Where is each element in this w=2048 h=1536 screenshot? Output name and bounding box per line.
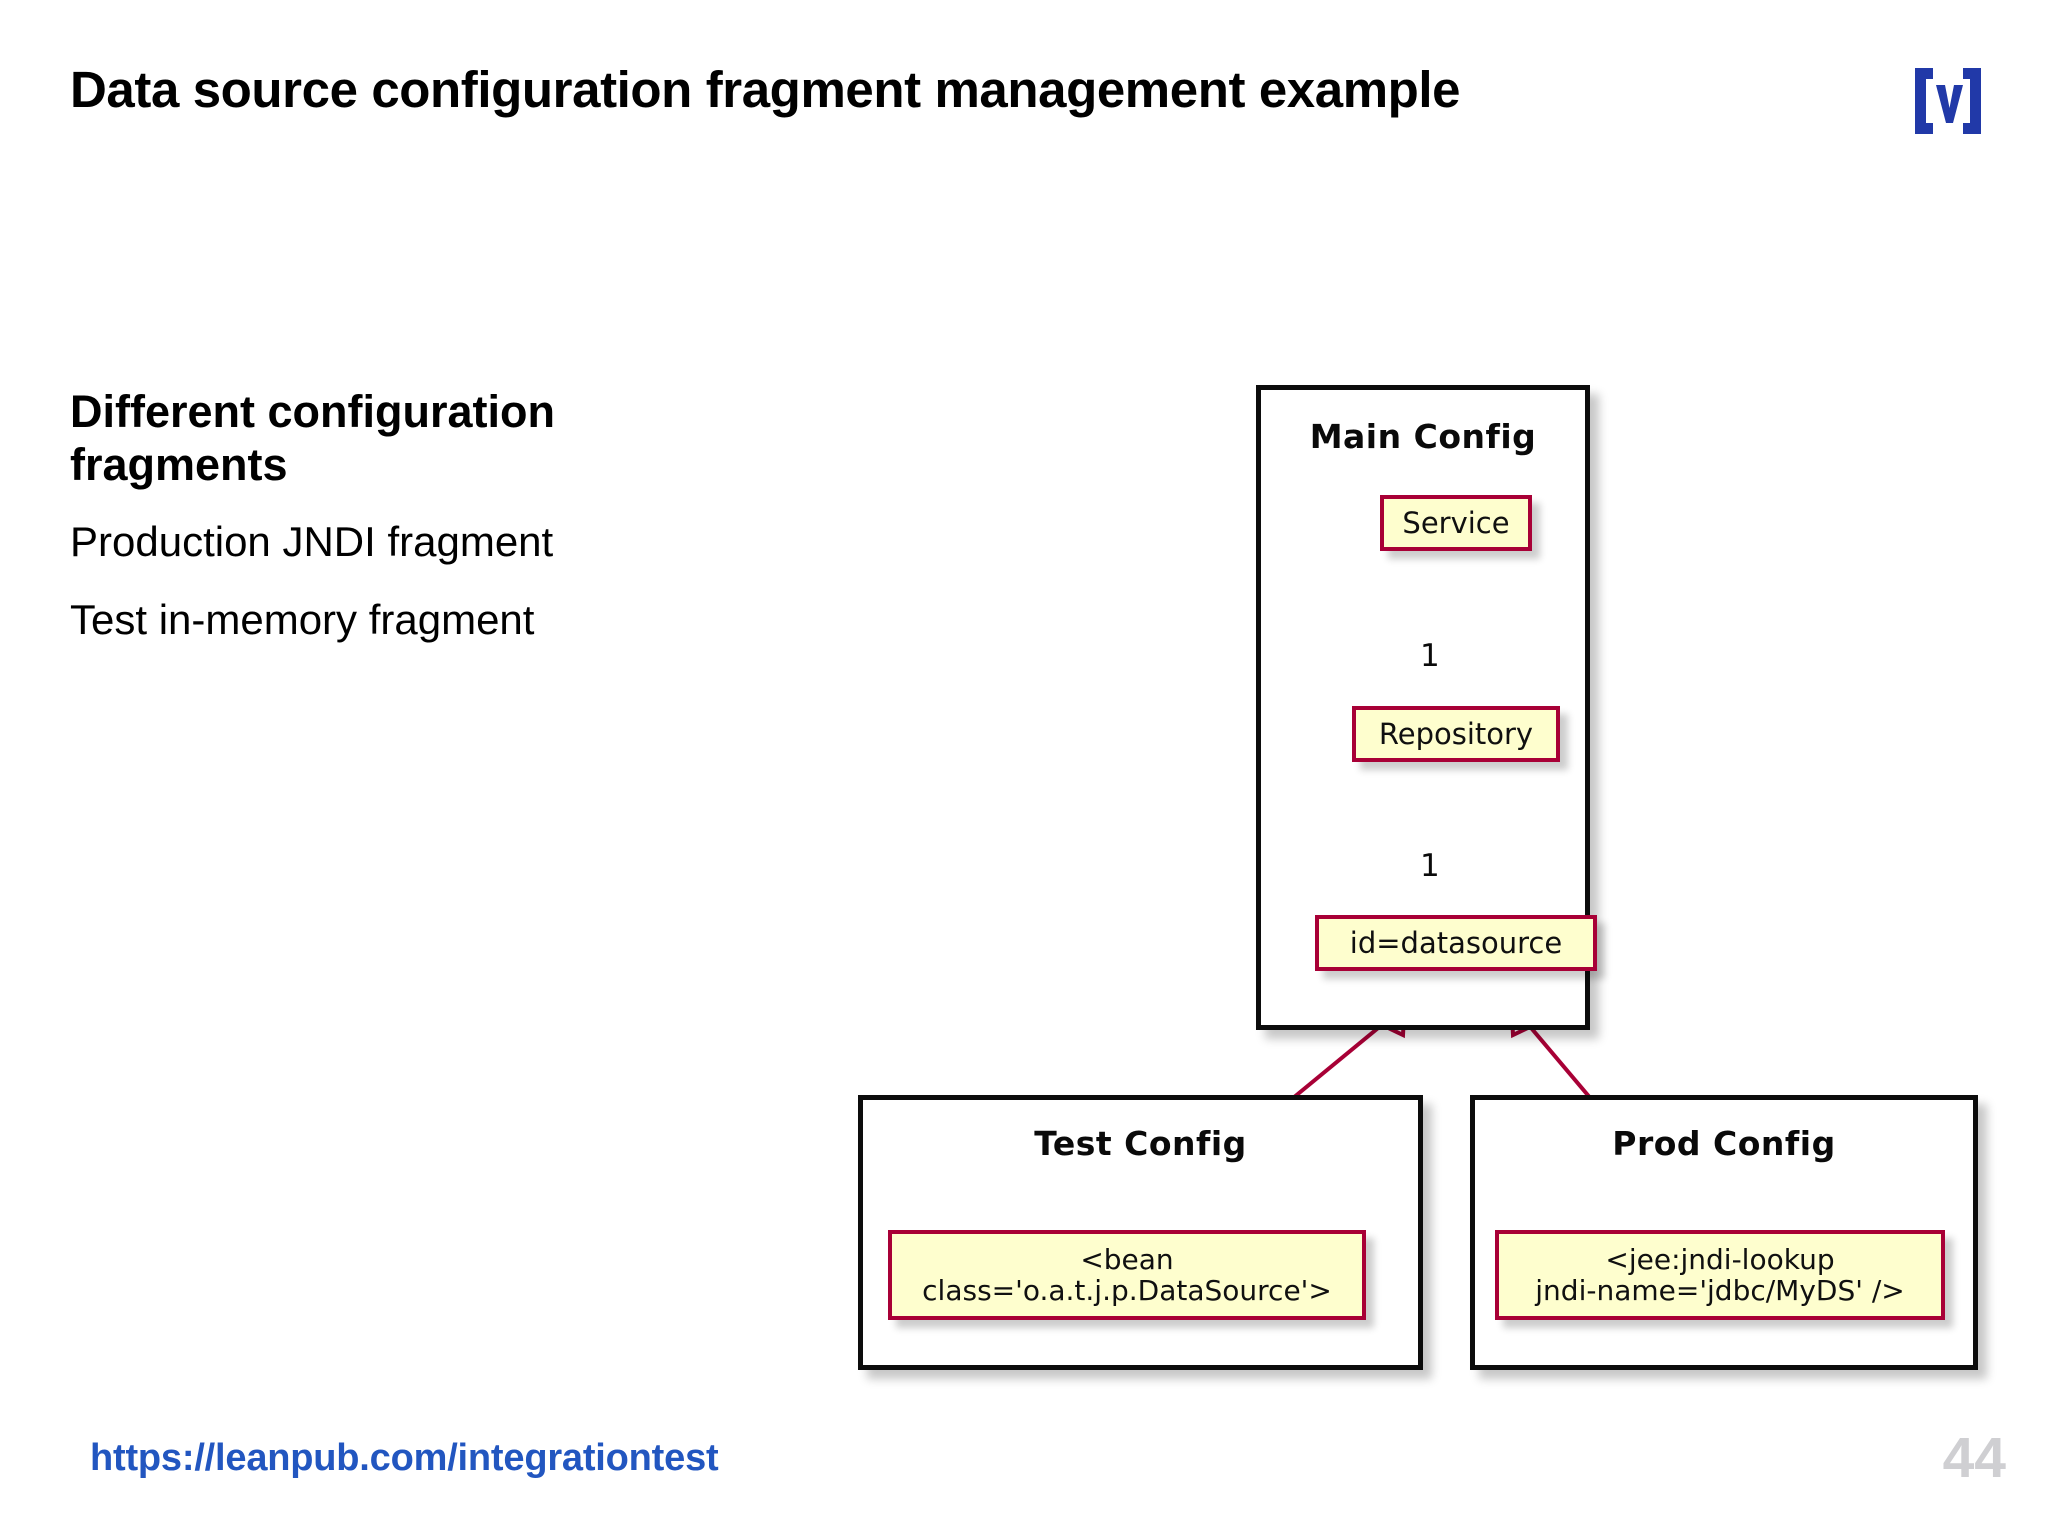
node-bean-datasource: <bean class='o.a.t.j.p.DataSource'>	[888, 1230, 1366, 1320]
node-service: Service	[1380, 495, 1532, 551]
package-title-main-config: Main Config	[1309, 417, 1537, 456]
node-repository: Repository	[1352, 706, 1560, 762]
node-id-datasource: id=datasource	[1315, 915, 1597, 971]
uml-diagram: Main Config Test Config Prod Config Serv…	[840, 370, 2020, 1370]
bullet-lead: Different configuration fragments	[70, 386, 555, 491]
bullet-item-test-in-memory: Test in-memory fragment	[70, 595, 535, 643]
node-jee-jndi-lookup: <jee:jndi-lookup jndi-name='jdbc/MyDS' /…	[1495, 1230, 1945, 1320]
left-content-column: Different configuration fragments Produc…	[70, 385, 750, 672]
page-title: Data source configuration fragment manag…	[70, 61, 1461, 118]
footer-link[interactable]: https://leanpub.com/integrationtest	[90, 1437, 719, 1479]
brand-logo-icon	[1903, 56, 1993, 146]
package-title-test-config: Test Config	[1034, 1124, 1247, 1163]
multiplicity-label-service-repository: 1	[1420, 638, 1440, 674]
package-title-prod-config: Prod Config	[1612, 1124, 1836, 1163]
multiplicity-label-repository-datasource: 1	[1420, 848, 1440, 884]
bullet-item-production-jndi: Production JNDI fragment	[70, 518, 554, 566]
page-number: 44	[1942, 1426, 2006, 1490]
